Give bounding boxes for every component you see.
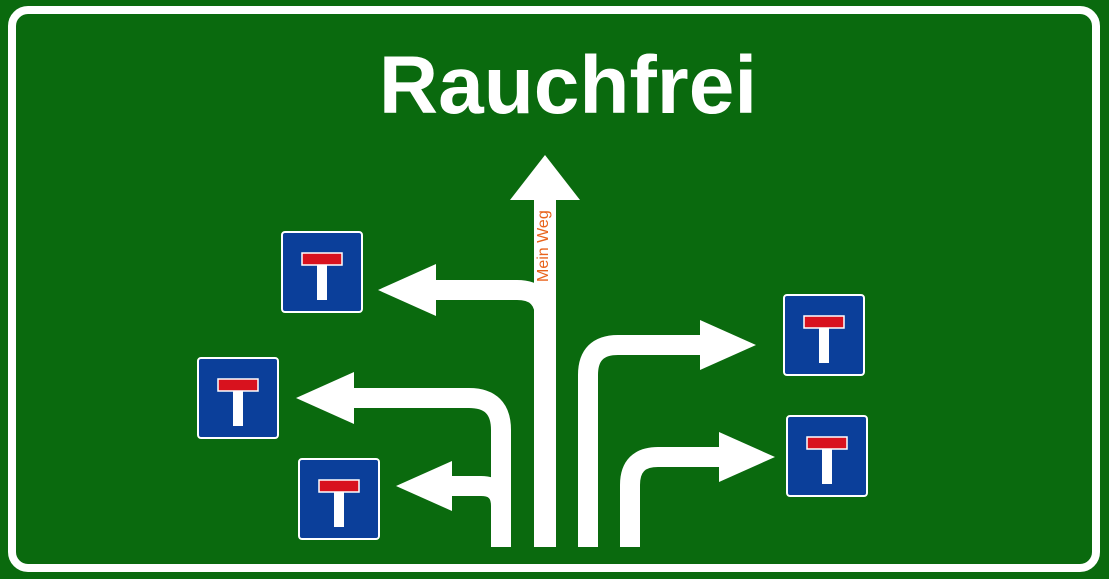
right-exit-arrow-1 (578, 320, 756, 547)
dead-end-sign-icon (786, 415, 868, 497)
left-exit-arrow-2 (296, 372, 511, 547)
sign-border (8, 6, 1100, 572)
left-exit-arrow-3 (396, 461, 511, 520)
sign-title: Rauchfrei (379, 40, 757, 131)
main-route-label: Mein Weg (535, 210, 552, 282)
dead-end-sign-icon (783, 294, 865, 376)
right-exit-arrow-2 (620, 432, 775, 547)
dead-end-sign-icon (298, 458, 380, 540)
dead-end-sign-icon (281, 231, 363, 313)
dead-end-sign-icon (197, 357, 279, 439)
left-exit-arrow-1 (378, 264, 555, 500)
